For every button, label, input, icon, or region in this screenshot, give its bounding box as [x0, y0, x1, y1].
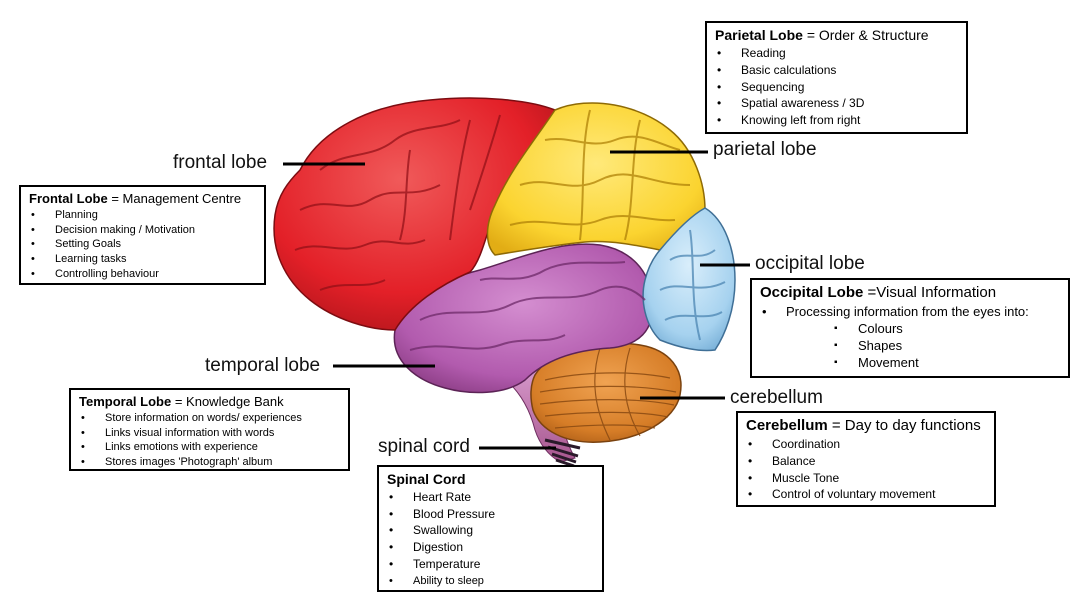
list-item: Knowing left from right [715, 112, 958, 129]
frontal-lobe-info-box: Frontal Lobe = Management Centre Plannin… [19, 185, 266, 285]
list-item: Balance [746, 453, 986, 470]
occipital-gyri [659, 229, 726, 341]
list-item: Links visual information with words [79, 426, 340, 441]
list-item: Ability to sleep [387, 573, 594, 590]
list-item: Controlling behaviour [29, 267, 256, 282]
temporal-lobe-info-box: Temporal Lobe = Knowledge Bank Store inf… [69, 388, 350, 471]
cerebellum-box-title: Cerebellum = Day to day functions [746, 417, 981, 434]
parietal-box-title: Parietal Lobe = Order & Structure [715, 27, 929, 43]
list-item: Movement [760, 354, 1060, 371]
frontal-lobe-label: frontal lobe [173, 152, 268, 173]
cerebellum-info-box: Cerebellum = Day to day functions Coordi… [736, 411, 996, 507]
temporal-lobe-shape [393, 243, 654, 394]
frontal-lobe-shape [273, 97, 557, 331]
list-item: Temperature [387, 556, 594, 573]
occipital-lobe-label: occipital lobe [755, 253, 865, 274]
list-item: Store information on words/ experiences [79, 411, 340, 426]
list-item: Heart Rate [387, 489, 594, 506]
temporal-lobe-label: temporal lobe [205, 355, 321, 376]
list-item: Colours [760, 320, 1060, 337]
list-item: Planning [29, 208, 256, 223]
occipital-lobe-info-box: Occipital Lobe =Visual Information Proce… [750, 278, 1070, 378]
cerebellum-label: cerebellum [730, 387, 823, 408]
spinal-nerves [544, 438, 581, 468]
list-item: Processing information from the eyes int… [760, 303, 1060, 320]
parietal-lobe-info-box: Parietal Lobe = Order & Structure Readin… [705, 21, 968, 134]
list-item: Stores images 'Photograph' album [79, 455, 340, 470]
list-item: Muscle Tone [746, 470, 986, 487]
list-item: Learning tasks [29, 252, 256, 267]
list-item: Links emotions with experience [79, 440, 340, 455]
list-item: Control of voluntary movement [746, 486, 986, 503]
list-item: Digestion [387, 539, 594, 556]
list-item: Reading [715, 45, 958, 62]
list-item: Swallowing [387, 522, 594, 539]
spinal-box-title: Spinal Cord [387, 471, 466, 487]
parietal-lobe-shape [486, 102, 706, 256]
list-item: Coordination [746, 436, 986, 453]
parietal-gyri [509, 109, 691, 241]
parietal-lobe-label: parietal lobe [713, 139, 817, 160]
list-item: Sequencing [715, 79, 958, 96]
list-item: Blood Pressure [387, 506, 594, 523]
list-item: Shapes [760, 337, 1060, 354]
spinal-cord-info-box: Spinal Cord Heart Rate Blood Pressure Sw… [377, 465, 604, 592]
list-item: Setting Goals [29, 237, 256, 252]
occipital-box-title: Occipital Lobe =Visual Information [760, 284, 997, 301]
frontal-box-title: Frontal Lobe = Management Centre [29, 191, 242, 206]
list-item: Basic calculations [715, 62, 958, 79]
frontal-gyri [294, 114, 501, 291]
cerebellum-folds [539, 347, 677, 441]
list-item: Spatial awareness / 3D [715, 95, 958, 112]
temporal-box-title: Temporal Lobe = Knowledge Bank [79, 394, 284, 409]
list-item: Decision making / Motivation [29, 223, 256, 238]
spinal-cord-label: spinal cord [378, 436, 470, 457]
temporal-gyri [409, 261, 646, 351]
